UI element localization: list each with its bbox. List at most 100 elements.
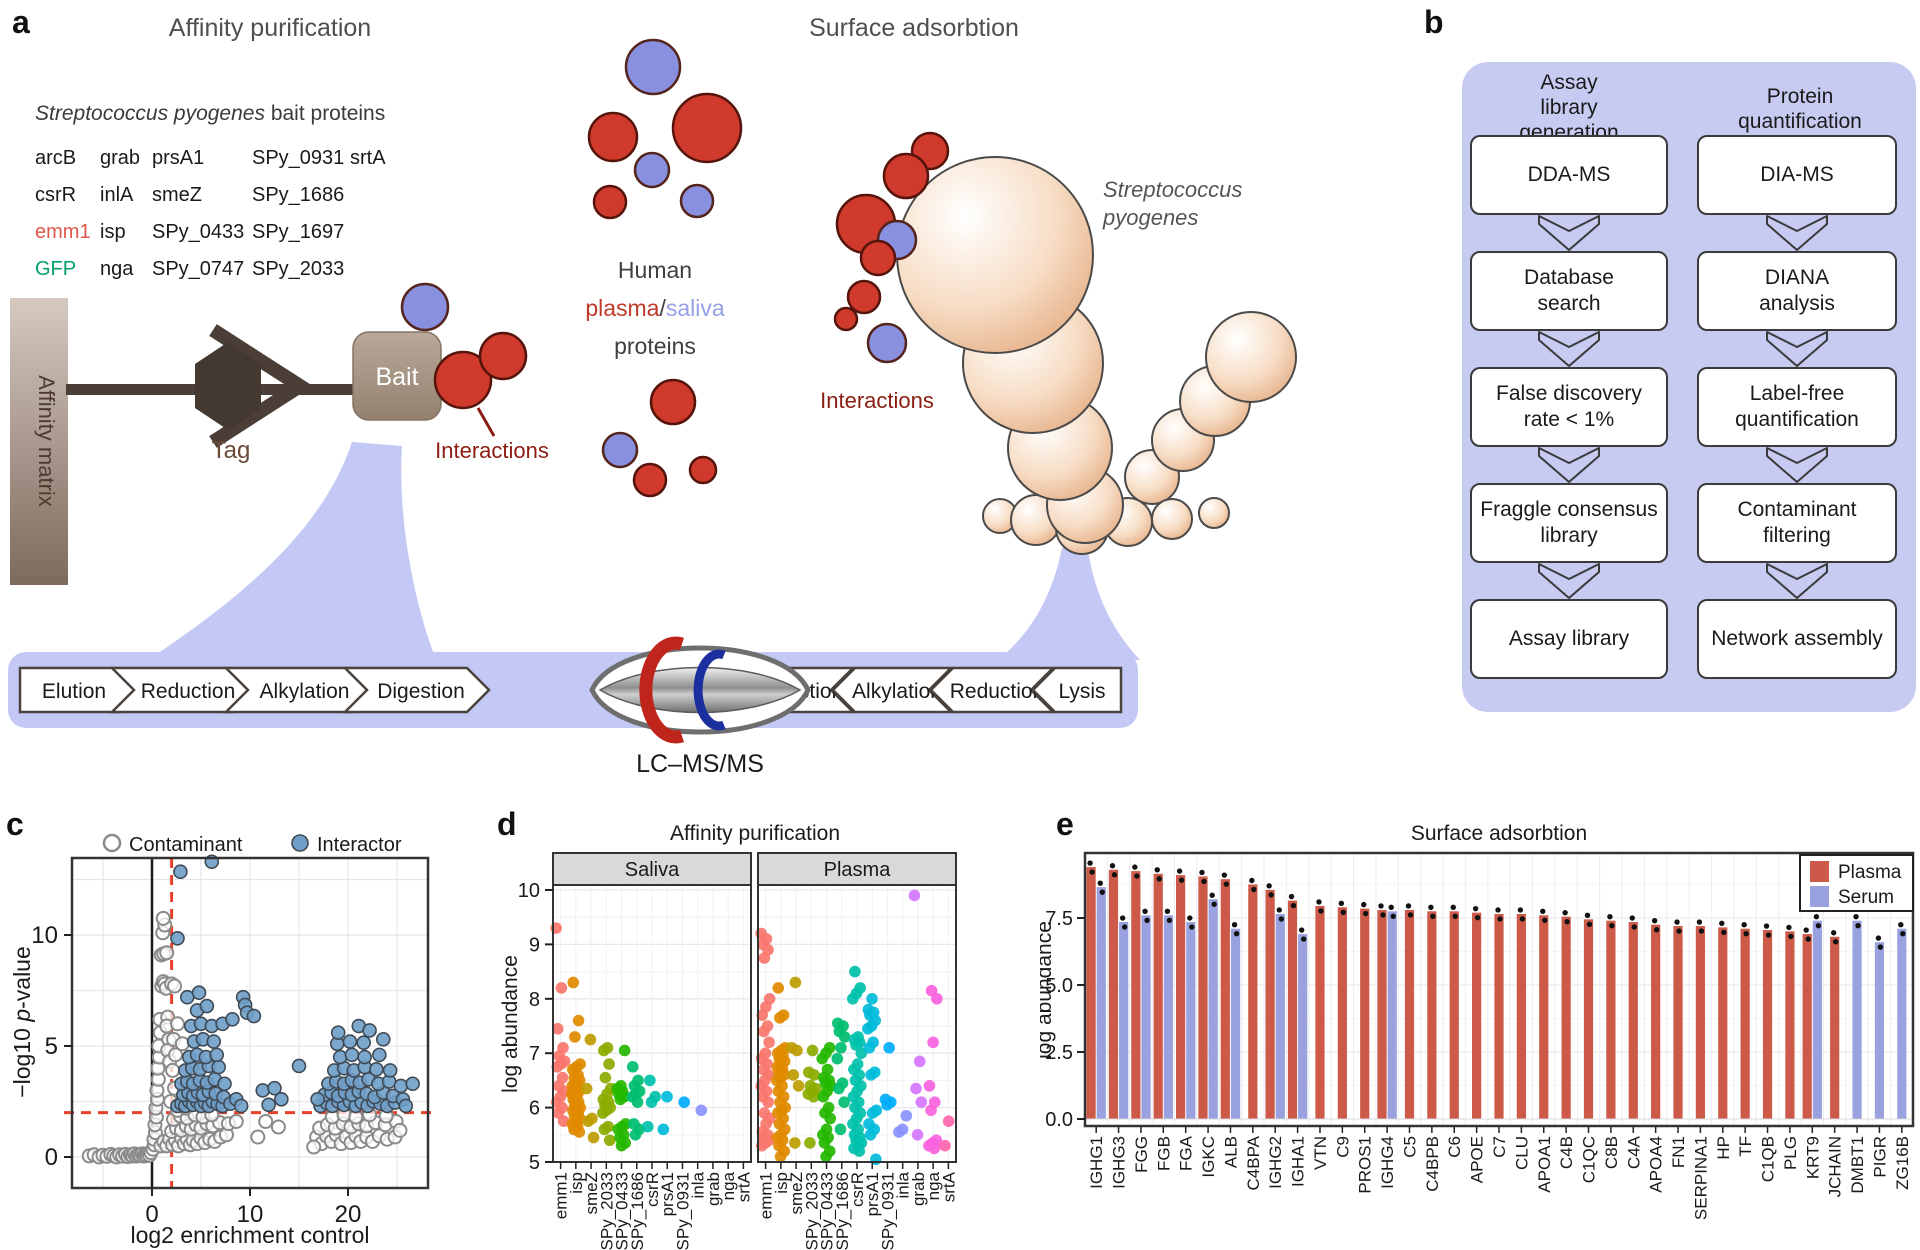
x-tick-label: C6 <box>1445 1136 1464 1158</box>
interactor-point <box>369 1062 384 1077</box>
y-tick-label: 0.0 <box>1045 1109 1073 1131</box>
bar-serum <box>1208 899 1218 1119</box>
x-tick-label: ZG16B <box>1893 1136 1912 1190</box>
error-dot <box>1176 868 1183 874</box>
x-tick-label: SPy_1686 <box>628 1172 647 1250</box>
bar-serum <box>1852 920 1862 1119</box>
interactor-point <box>356 1035 371 1050</box>
jitter-point <box>695 1104 708 1117</box>
panel-a-label: a <box>12 4 30 40</box>
x-tick-label: C7 <box>1490 1136 1509 1158</box>
flow-arrow-down-icon <box>1538 563 1600 599</box>
tag-hexagon-icon <box>195 342 261 430</box>
x-tick-label: grab <box>704 1172 723 1206</box>
jitter-point <box>849 965 861 978</box>
workflow-step-label: Digestion <box>377 680 465 703</box>
error-dot <box>1788 933 1794 940</box>
saliva-protein-circle <box>624 38 682 96</box>
y-axis-title: −log10 p-value <box>9 946 35 1098</box>
jitter-point <box>756 1009 769 1021</box>
error-dot <box>1855 922 1861 929</box>
plasma-protein-circle <box>632 462 668 498</box>
bar-serum <box>1874 942 1885 1119</box>
plasma-protein-circle <box>649 378 697 426</box>
contaminant-point <box>167 978 183 994</box>
jitter-point <box>913 1055 926 1068</box>
bar-plasma <box>1131 871 1141 1119</box>
x-axis-title: log2 enrichment control <box>130 1222 369 1248</box>
flow-arrow <box>1761 563 1833 599</box>
bar-serum <box>1387 911 1397 1119</box>
jitter-point <box>838 1031 851 1043</box>
plasma-protein-circle <box>859 239 897 277</box>
x-tick-label: C4BPB <box>1423 1136 1442 1192</box>
bait-list-header: Streptococcus pyogenes bait proteins <box>35 102 495 126</box>
bar-plasma <box>1516 913 1526 1119</box>
bar-plasma <box>1628 922 1638 1119</box>
error-dot <box>1199 869 1205 876</box>
x-tick-label: IGHG2 <box>1266 1136 1285 1189</box>
error-dot <box>1786 924 1792 931</box>
plot-border <box>1083 851 1915 1128</box>
error-dot <box>1361 901 1367 908</box>
bar-plasma <box>1427 911 1437 1119</box>
error-dot <box>1450 904 1456 910</box>
x-tick-label: FGG <box>1132 1136 1151 1173</box>
assay-library-generation-header: Assay library generation <box>1519 71 1619 144</box>
interactions-pointer <box>476 407 496 437</box>
bar-plasma <box>1248 884 1258 1119</box>
saliva-word: saliva <box>666 295 725 321</box>
x-tick-label: srtA <box>939 1171 958 1202</box>
flow-arrow-down-icon <box>1766 447 1828 483</box>
jitter-point <box>853 1145 866 1157</box>
jitter-point <box>808 1069 820 1081</box>
y-tick-label: 2.5 <box>1045 1042 1073 1064</box>
error-dot <box>1298 927 1305 933</box>
error-dot <box>1832 939 1839 945</box>
plasma-protein-circle <box>846 279 882 315</box>
bar-serum <box>1186 922 1196 1119</box>
jitter-point <box>910 1082 922 1095</box>
interactions-label-right: Interactions <box>820 388 934 413</box>
jitter-point <box>855 1047 868 1059</box>
plasma-protein-circle <box>433 350 493 410</box>
error-dot <box>1631 924 1637 930</box>
bar-serum <box>1812 920 1822 1119</box>
error-dot <box>1233 931 1240 937</box>
bait-protein-list: Streptococcus pyogenes bait proteins arc… <box>35 102 495 300</box>
contaminant-point <box>228 1113 244 1129</box>
x-tick-label: emm1 <box>552 1172 571 1219</box>
jitter-point <box>792 1080 805 1092</box>
error-dot <box>1231 922 1238 928</box>
flow-box: Network assembly <box>1697 599 1897 679</box>
error-dot <box>1132 864 1138 870</box>
error-dot <box>1156 876 1162 882</box>
x-tick-label: SPy_0433 <box>818 1172 837 1250</box>
y-axis-title: log abundance <box>499 955 522 1093</box>
flow-box: Assay library <box>1470 599 1668 679</box>
x-tick-label: C4B <box>1557 1136 1576 1169</box>
jitter-point <box>911 1129 924 1141</box>
affinity-purification-title: Affinity purification <box>168 14 372 42</box>
error-dot <box>1430 913 1436 919</box>
tag-label: Tag <box>212 437 251 464</box>
flow-arrow <box>1533 563 1605 599</box>
flow-arrow <box>1533 447 1605 483</box>
jitter-point <box>615 1139 628 1152</box>
jitter-point <box>864 1129 877 1141</box>
adsorbed-protein-circles <box>833 131 950 364</box>
jitter-point <box>598 1123 611 1136</box>
y-axis-title-part: p <box>9 1009 35 1023</box>
y-tick-label: 6 <box>529 1098 540 1120</box>
workflow-step-label: Reduction <box>950 680 1045 703</box>
interactor-point <box>291 1058 307 1074</box>
workflow-step-label: Lysis <box>1058 680 1105 703</box>
flow-box: Database search <box>1470 251 1668 331</box>
bar-plasma <box>1287 900 1298 1119</box>
jitter-point <box>881 1099 893 1111</box>
bar-plasma <box>1198 876 1208 1119</box>
jitter-point <box>584 1033 597 1046</box>
jitter-point <box>863 1041 876 1054</box>
